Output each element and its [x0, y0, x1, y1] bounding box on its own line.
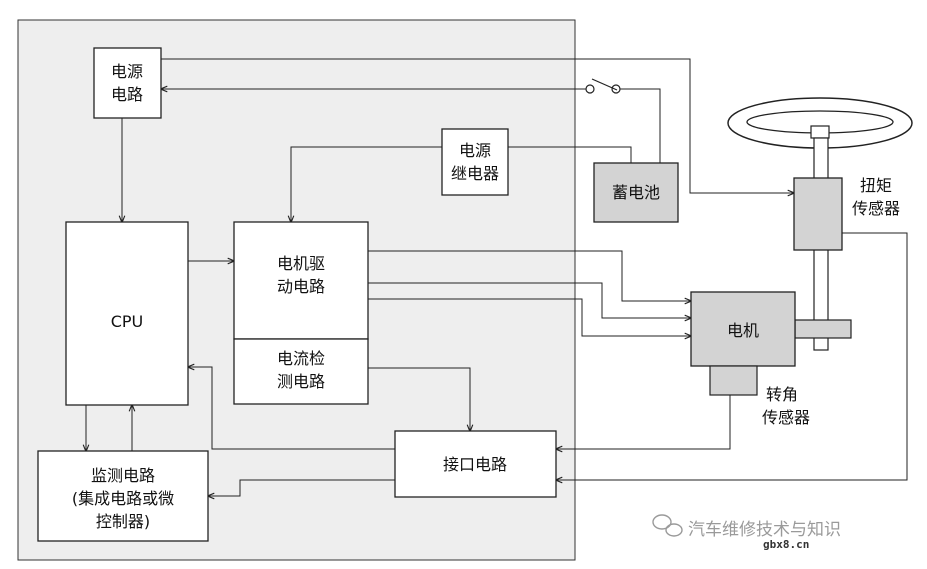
power-circuit-box: [93, 47, 162, 119]
monitor-label-1: 监测电路: [91, 466, 155, 485]
current-detect-box: [233, 338, 369, 405]
monitor-label-3: 控制器): [96, 512, 150, 531]
torque-sensor-box: [793, 177, 843, 251]
power-circuit-label-1: 电源: [111, 62, 143, 81]
motor-label: 电机: [727, 321, 759, 340]
monitor-box: [37, 450, 209, 542]
connection-lines: [86, 58, 908, 496]
wechat-logo-icon: [652, 514, 683, 537]
power-relay-box: [441, 128, 509, 196]
cpu-box: [65, 221, 189, 406]
interface-box: [394, 430, 557, 498]
power-relay-label-2: 继电器: [451, 164, 499, 183]
motor-drive-label-1: 电机驱: [277, 254, 325, 273]
battery-label: 蓄电池: [612, 183, 660, 202]
ignition-switch-icon: [585, 78, 621, 94]
current-detect-label-1: 电流检: [277, 349, 325, 368]
motor-box: [690, 291, 796, 367]
watermark-text: 汽车维修技术与知识: [688, 520, 841, 540]
motor-drive-box: [233, 221, 369, 340]
power-relay-label-1: 电源: [459, 141, 491, 160]
watermark-site: gbx8.cn: [763, 538, 809, 551]
torque-sensor-label-1: 扭矩: [860, 176, 892, 195]
torque-sensor-label-2: 传感器: [852, 199, 900, 218]
angle-sensor-label-2: 传感器: [762, 408, 810, 427]
interface-label: 接口电路: [443, 455, 507, 474]
motor-drive-label-2: 动电路: [277, 277, 325, 296]
current-detect-label-2: 测电路: [277, 372, 325, 391]
cpu-label: CPU: [111, 312, 144, 331]
monitor-label-2: (集成电路或微: [72, 489, 174, 508]
power-circuit-label-2: 电路: [111, 85, 143, 104]
motor-shaft: [794, 319, 852, 339]
battery-box: [593, 162, 679, 223]
angle-sensor-label-1: 转角: [766, 385, 798, 404]
angle-sensor-box: [709, 365, 758, 396]
